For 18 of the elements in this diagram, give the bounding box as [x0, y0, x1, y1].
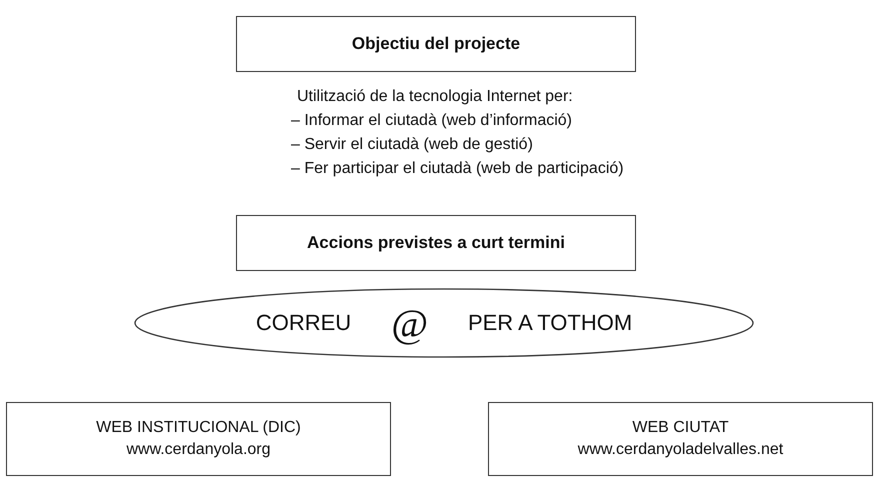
heading-box: [236, 16, 636, 72]
web-address: www.cerdanyoladelvalles.net: [578, 440, 784, 460]
website-box: [6, 402, 391, 476]
intro-text: Utilització de la tecnologia Internet per:: [297, 88, 573, 106]
heading-box: [236, 215, 636, 271]
site-name: WEB CIUTAT: [632, 418, 729, 438]
ellipse-shape: [134, 288, 754, 358]
web-address: www.cerdanyola.org: [126, 440, 271, 460]
at-sign: @: [391, 300, 428, 346]
heading-text: Objectiu del projecte: [352, 33, 520, 56]
heading-text: Accions previstes a curt termini: [307, 232, 565, 254]
list-item: – Servir el ciutadà (web de gestió): [291, 136, 533, 154]
slogan-text: CORREU: [256, 310, 352, 336]
website-box: [488, 402, 873, 476]
site-name: WEB INSTITUCIONAL (DIC): [96, 418, 301, 438]
list-item: – Informar el ciutadà (web d’informació): [291, 112, 572, 130]
slogan-text: PER A TOTHOM: [468, 310, 632, 336]
list-item: – Fer participar el ciutadà (web de participació): [291, 160, 624, 178]
